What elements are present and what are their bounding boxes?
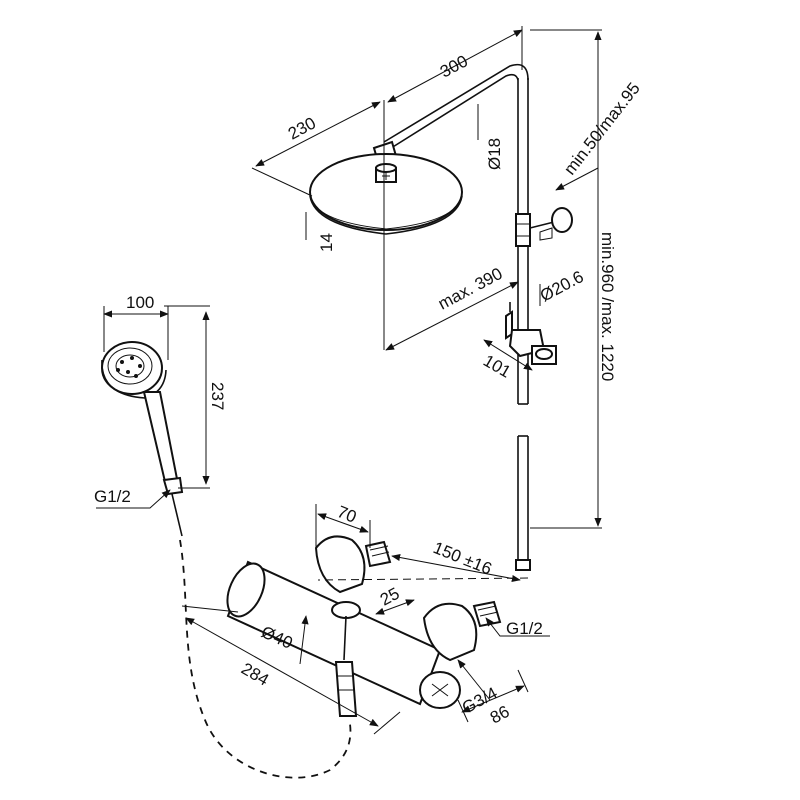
- label-arm-length: 300: [437, 51, 471, 81]
- label-arm-tube: Ø18: [485, 138, 504, 170]
- label-hose-thread: G1/2: [94, 487, 131, 506]
- label-handle-depth: 86: [487, 702, 513, 728]
- dimension-lines: [96, 26, 602, 735]
- shower-head: [309, 153, 463, 231]
- label-arm-offset: min.50/max.95: [560, 79, 644, 179]
- label-inlet-spacing: 150 ±16: [431, 538, 495, 579]
- label-hand-shower-length: 237: [208, 382, 227, 410]
- label-head-diameter: 230: [285, 113, 319, 143]
- label-outlet-thread: G1/2: [506, 619, 543, 638]
- label-head-height: 14: [317, 233, 336, 252]
- label-hand-shower-width: 100: [126, 293, 154, 312]
- shower-rail: [505, 207, 573, 571]
- label-total-height: min.960 /max. 1220: [598, 232, 617, 381]
- hand-shower: [101, 341, 352, 779]
- label-rail-tube: Ø20.6: [537, 267, 587, 306]
- label-mixer-depth: 70: [335, 502, 360, 527]
